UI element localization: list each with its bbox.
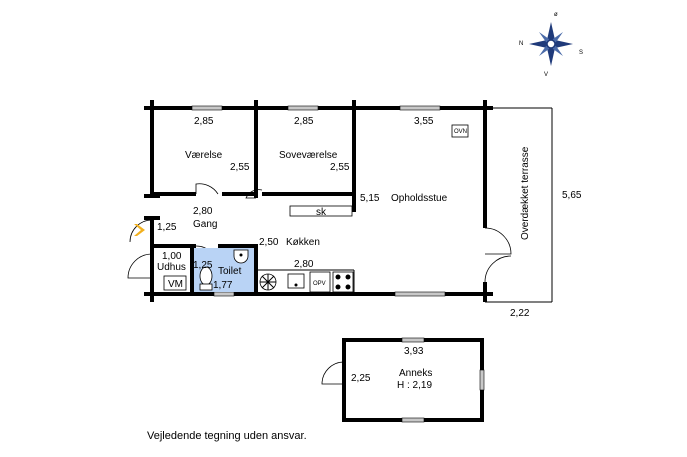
compass-n-label: N: [519, 41, 523, 47]
compass-v-label: V: [544, 72, 548, 78]
terrasse-name: Overdækket terrasse: [520, 146, 531, 240]
opholdsstue-depth: 5,15: [360, 193, 380, 204]
annex-walls: [342, 337, 485, 423]
dishwasher-label: OPV: [313, 281, 326, 287]
disclaimer-text: Vejledende tegning uden ansvar.: [147, 430, 307, 442]
gang-width: 2,80: [193, 206, 213, 217]
terrasse-width: 2,22: [510, 308, 530, 319]
anneks-name: Anneks: [399, 368, 432, 379]
udhus-name: Udhus: [157, 262, 186, 273]
wardrobe-label: sk: [316, 207, 327, 218]
compass-rose: ø N S V: [519, 12, 583, 78]
kitchen-sink: [287, 273, 305, 289]
oven-box: [451, 124, 469, 138]
stove: [332, 271, 354, 293]
gang-name: Gang: [193, 219, 217, 230]
entrance-arrow: [134, 224, 145, 236]
toilet-depth: 1,77: [213, 280, 233, 291]
washer-box: [163, 275, 187, 291]
sovevaerelse-name: Soveværelse: [279, 150, 338, 161]
anneks-width: 3,93: [404, 346, 424, 357]
anneks-height: H : 2,19: [397, 380, 432, 391]
dishwasher: [309, 271, 331, 293]
vaerelse-name: Værelse: [185, 150, 223, 161]
vaerelse-depth: 2,55: [230, 162, 250, 173]
oven-label: OVN: [454, 129, 467, 135]
anneks-depth: 2,25: [351, 373, 371, 384]
kokken-depth: 2,50: [259, 237, 279, 248]
opholdsstue-name: Opholdsstue: [391, 193, 448, 204]
kitchen-counter: [256, 269, 355, 294]
sovevaerelse-width: 2,85: [294, 116, 314, 127]
toilet-width: 1,25: [193, 260, 213, 271]
compass-s-label: S: [579, 50, 583, 56]
kokken-name: Køkken: [286, 237, 320, 248]
house-walls: [144, 100, 493, 302]
entry-depth: 1,25: [157, 222, 177, 233]
toilet-name: Toilet: [218, 266, 242, 277]
terrasse-depth: 5,65: [562, 190, 582, 201]
sovevaerelse-depth: 2,55: [330, 162, 350, 173]
kokken-width: 2,80: [294, 259, 314, 270]
washer-label: VM: [168, 279, 183, 290]
opholdsstue-width: 3,55: [414, 116, 434, 127]
toilet-tank: [199, 283, 213, 291]
terrace-outline: [485, 107, 553, 303]
compass-o-label: ø: [554, 12, 558, 18]
udhus-width: 1,00: [162, 251, 182, 262]
wardrobe: [289, 205, 353, 217]
vaerelse-width: 2,85: [194, 116, 214, 127]
